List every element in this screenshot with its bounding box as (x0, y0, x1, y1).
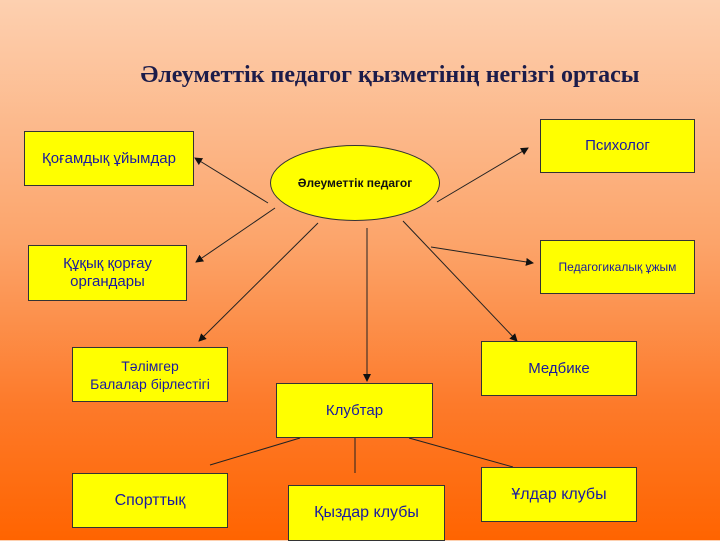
node-label: Құқық қорғау (63, 255, 152, 272)
node-label: Ұлдар клубы (511, 485, 607, 503)
center-label: Әлеуметтік педагог (297, 176, 413, 190)
arrow-to-psychologist (436, 147, 529, 203)
node-label: Қыздар клубы (314, 504, 419, 521)
arrow-to-law-enforcement (195, 207, 276, 263)
node-label: Тәлімгер (121, 357, 179, 374)
arrow-to-public-orgs (194, 157, 269, 204)
node-label: Медбике (528, 359, 590, 377)
node-ped-team: Педагогикалық ұжым (540, 240, 695, 294)
node-boys-club: Ұлдар клубы (481, 467, 637, 522)
line-to-sports (209, 437, 301, 466)
node-clubs: Клубтар (276, 383, 433, 438)
node-nurse: Медбике (481, 341, 637, 396)
node-sports: Спорттық (72, 473, 228, 528)
node-label: Қоғамдық ұйымдар (42, 149, 176, 167)
node-label: Клубтар (325, 401, 384, 419)
node-girls-club: Қыздар клубы (288, 485, 445, 541)
line-to-boys-club (408, 437, 514, 468)
arrow-to-ped-team (430, 246, 534, 266)
node-psychologist: Психолог (540, 119, 695, 173)
node-label: Педагогикалық ұжым (558, 260, 677, 274)
center-node: Әлеуметтік педагог (270, 145, 440, 221)
arrow-to-mentor (198, 222, 319, 342)
node-label: Балалар бірлестігі (90, 375, 210, 392)
node-public-orgs: Қоғамдық ұйымдар (24, 131, 194, 186)
node-label: Психолог (585, 137, 650, 154)
page-title: Әлеуметтік педагог қызметінің негізгі ор… (140, 62, 640, 88)
node-label: Спорттық (114, 491, 186, 509)
node-label: органдары (70, 273, 145, 290)
arrow-to-nurse (402, 220, 518, 342)
